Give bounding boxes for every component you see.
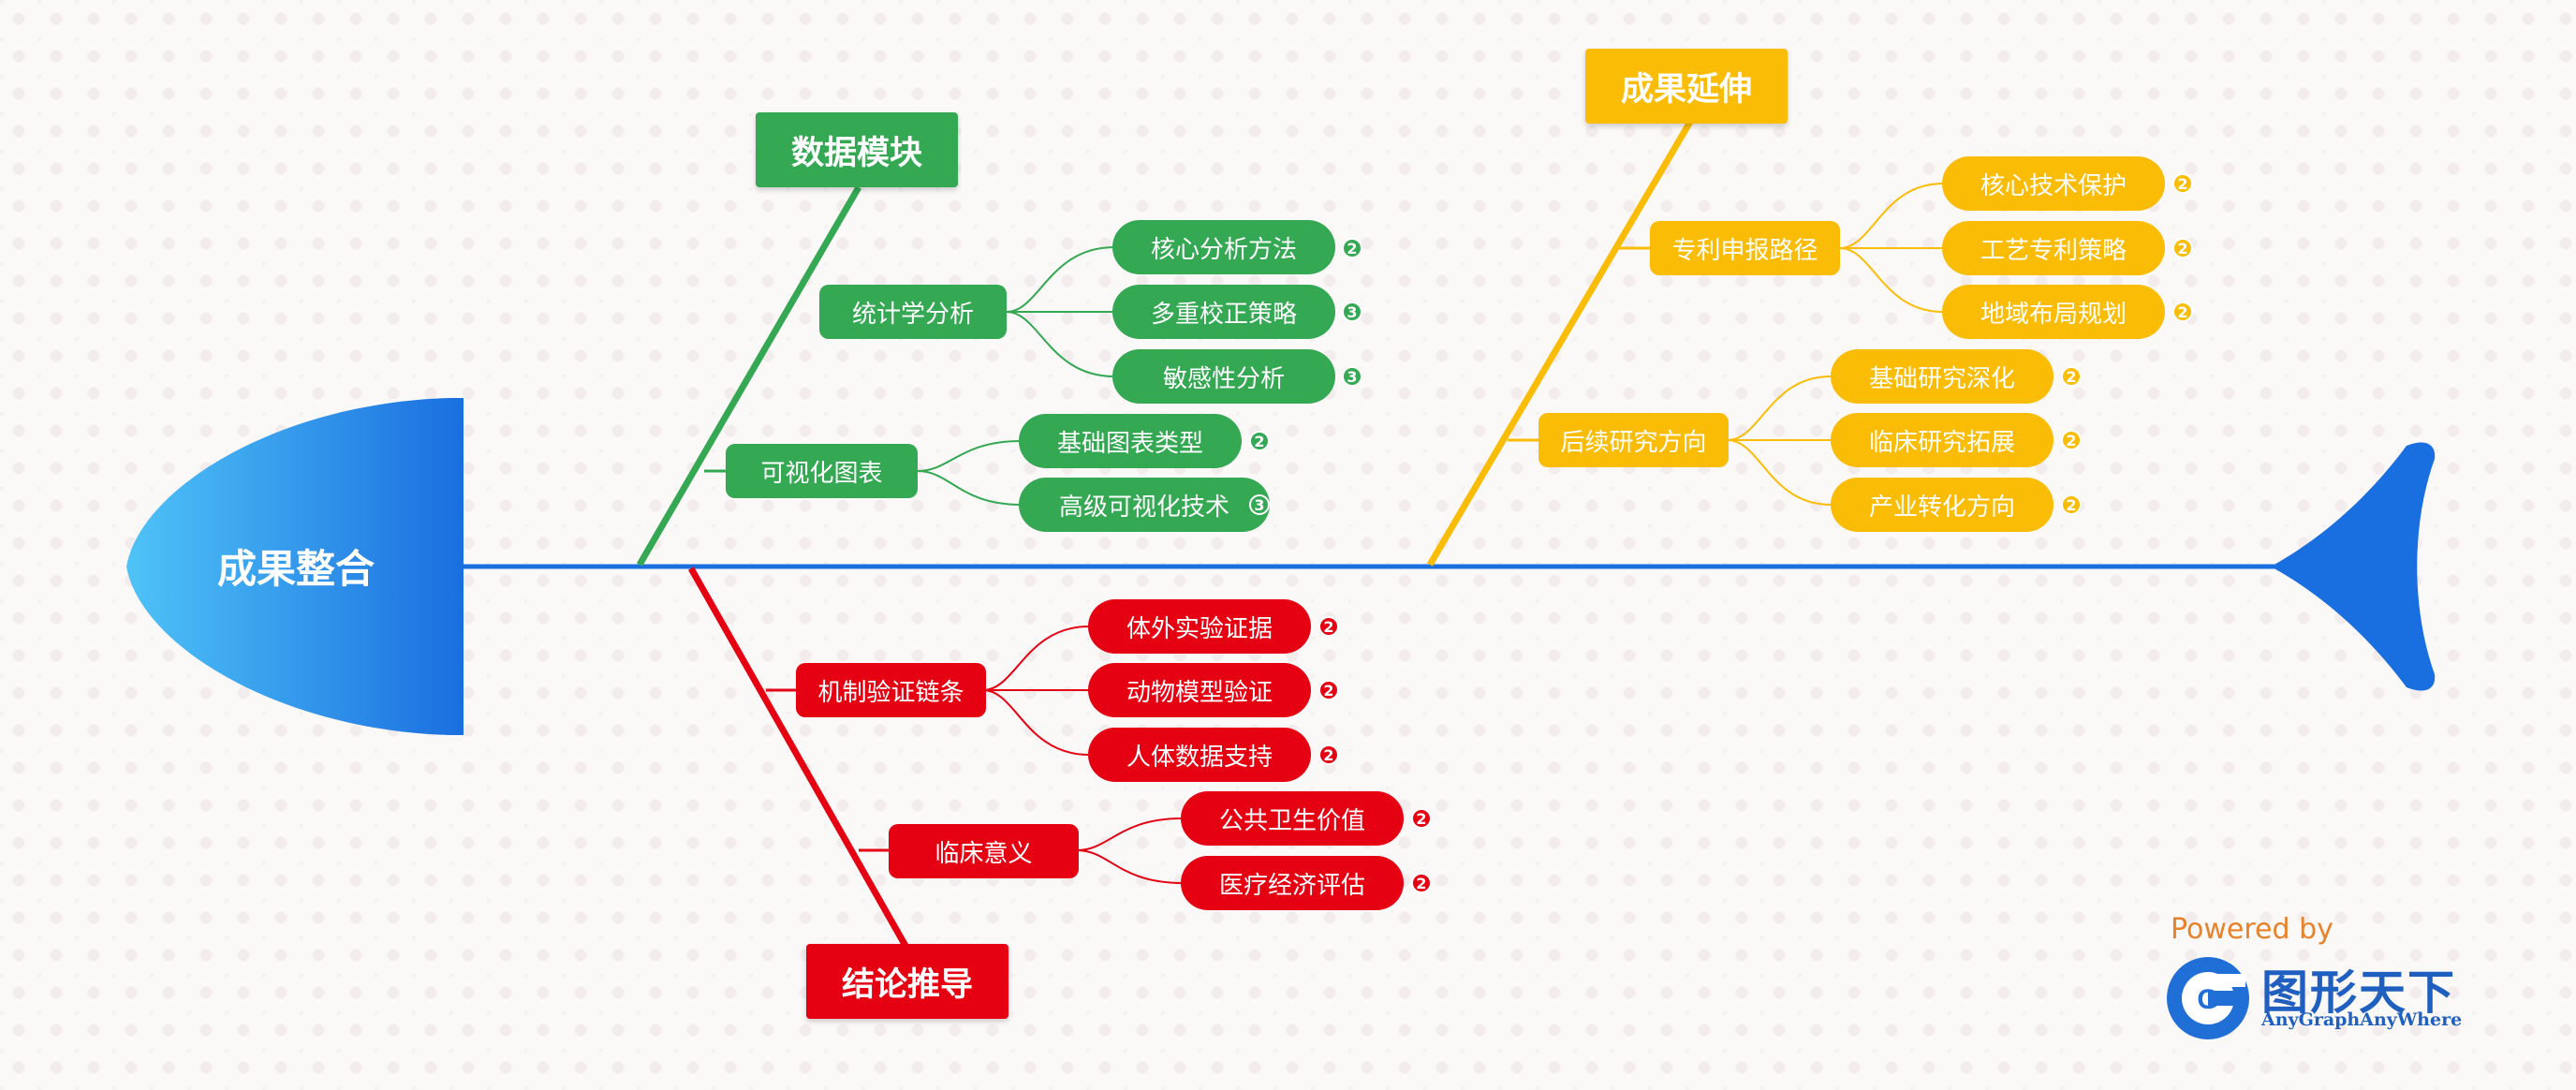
category-conclusion[interactable]: 结论推导 bbox=[806, 944, 1008, 1019]
sub-mechanism-chain[interactable]: 机制验证链条 bbox=[796, 663, 986, 717]
count-badge: 3 bbox=[1342, 302, 1362, 322]
leaf-sensitivity[interactable]: 敏感性分析 bbox=[1112, 349, 1335, 404]
connector bbox=[1076, 849, 1183, 884]
leaf-clinical-expansion[interactable]: 临床研究拓展 bbox=[1831, 413, 2053, 467]
count-badge: 2 bbox=[1411, 808, 1432, 829]
connector bbox=[1839, 247, 1944, 313]
sub-clinical-significance[interactable]: 临床意义 bbox=[889, 824, 1079, 878]
count-badge: 2 bbox=[1342, 238, 1362, 258]
count-badge: 2 bbox=[2061, 430, 2082, 450]
sub-future-research[interactable]: 后续研究方向 bbox=[1538, 413, 1729, 467]
connector bbox=[1006, 311, 1115, 377]
leaf-regional-layout[interactable]: 地域布局规划 bbox=[1942, 285, 2165, 339]
leaf-multiple-correction[interactable]: 多重校正策略 bbox=[1112, 285, 1335, 339]
fish-head bbox=[126, 398, 464, 735]
count-badge: 2 bbox=[1318, 744, 1339, 765]
leaf-medical-economics[interactable]: 医疗经济评估 bbox=[1181, 856, 1404, 910]
category-result-extension[interactable]: 成果延伸 bbox=[1585, 49, 1788, 124]
count-badge: 2 bbox=[1318, 680, 1339, 700]
brand-logo-icon: G bbox=[2167, 957, 2249, 1039]
brand-name-en: AnyGraphAnyWhere bbox=[2261, 1009, 2463, 1030]
sub-visualization-charts[interactable]: 可视化图表 bbox=[726, 444, 918, 498]
sub-statistical-analysis[interactable]: 统计学分析 bbox=[819, 285, 1007, 339]
count-badge: 3 bbox=[1249, 494, 1270, 515]
head-title[interactable]: 成果整合 bbox=[216, 545, 375, 592]
fish-tail bbox=[2271, 442, 2436, 691]
logo-letter: G bbox=[2197, 984, 2218, 1015]
bone-line-extension bbox=[1426, 120, 1694, 567]
connector bbox=[917, 470, 1022, 506]
leaf-in-vitro-evidence[interactable]: 体外实验证据 bbox=[1088, 599, 1311, 654]
leaf-animal-model[interactable]: 动物模型验证 bbox=[1088, 663, 1311, 717]
leaf-advanced-visualization[interactable]: 高级可视化技术 bbox=[1019, 478, 1270, 532]
count-badge: 2 bbox=[1411, 873, 1432, 893]
connector bbox=[1727, 376, 1832, 441]
leaf-public-health[interactable]: 公共卫生价值 bbox=[1181, 791, 1404, 846]
leaf-basic-chart-types[interactable]: 基础图表类型 bbox=[1019, 414, 1242, 468]
count-badge: 2 bbox=[1318, 616, 1339, 637]
connector bbox=[1076, 818, 1183, 851]
connector bbox=[982, 689, 1090, 756]
leaf-human-data[interactable]: 人体数据支持 bbox=[1088, 728, 1311, 782]
leaf-basic-research[interactable]: 基础研究深化 bbox=[1831, 349, 2053, 404]
bone-line-conclusion bbox=[687, 567, 909, 948]
leaf-process-patent[interactable]: 工艺专利策略 bbox=[1942, 221, 2165, 275]
leaf-core-tech-protection[interactable]: 核心技术保护 bbox=[1942, 156, 2165, 211]
leaf-industry-transfer[interactable]: 产业转化方向 bbox=[1831, 478, 2053, 532]
bone-line-data bbox=[636, 185, 862, 567]
count-badge: 2 bbox=[2061, 494, 2082, 515]
leaf-core-methods[interactable]: 核心分析方法 bbox=[1112, 220, 1335, 274]
connector bbox=[1727, 439, 1832, 506]
count-badge: 2 bbox=[2172, 238, 2193, 258]
connector bbox=[917, 440, 1022, 472]
sub-patent-path[interactable]: 专利申报路径 bbox=[1650, 221, 1840, 275]
powered-by-text: Powered by bbox=[2171, 913, 2333, 946]
count-badge: 2 bbox=[2172, 302, 2193, 322]
count-badge: 2 bbox=[2061, 366, 2082, 387]
count-badge: 2 bbox=[2172, 173, 2193, 194]
connector bbox=[982, 626, 1090, 691]
brand-name: 图形天下 bbox=[2261, 965, 2456, 1020]
connector bbox=[1006, 246, 1115, 313]
category-data-module[interactable]: 数据模块 bbox=[756, 112, 958, 187]
connector bbox=[1839, 183, 1944, 249]
count-badge: 3 bbox=[1342, 366, 1362, 387]
count-badge: 2 bbox=[1249, 431, 1270, 451]
